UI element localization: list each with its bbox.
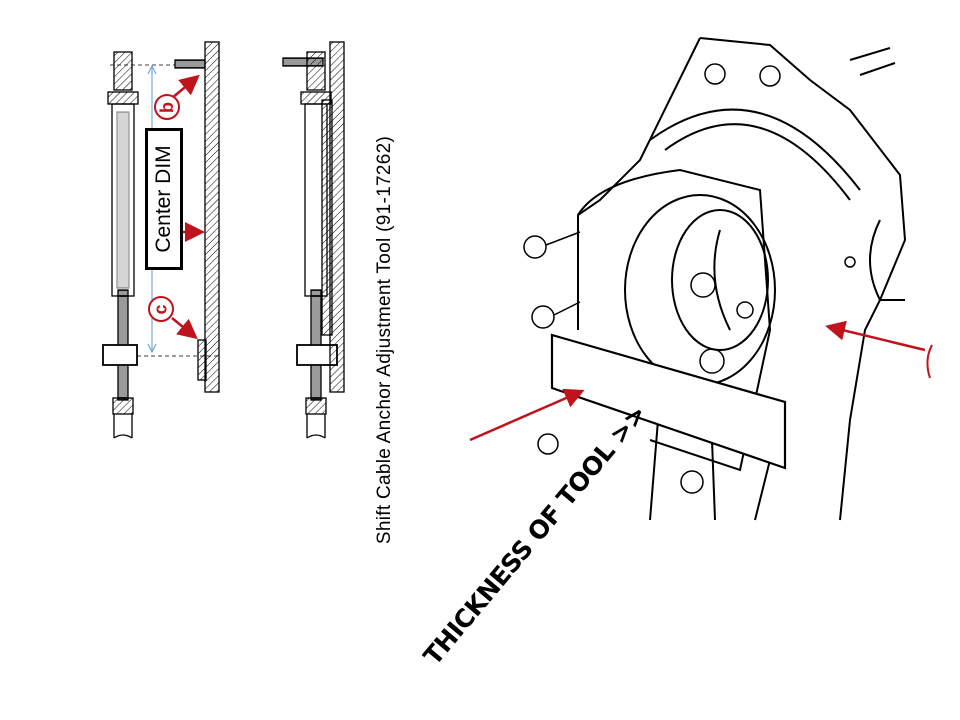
tool-title: Shift Cable Anchor Adjustment Tool (91-1… [374,135,395,545]
tool-assembly-right [282,41,345,439]
callout-label-b: b [154,94,180,120]
center-dim-box: Center DIM [145,128,183,270]
callout-arrows-left [171,74,205,340]
transmission-illustration [523,37,907,521]
callout-label-c: c [148,296,174,322]
label-c-text: c [150,303,171,315]
label-b-text: b [156,101,177,113]
center-dim-label: Center DIM [152,145,175,253]
tool-assembly-left [102,41,220,439]
callout-arrows-right [469,320,933,442]
